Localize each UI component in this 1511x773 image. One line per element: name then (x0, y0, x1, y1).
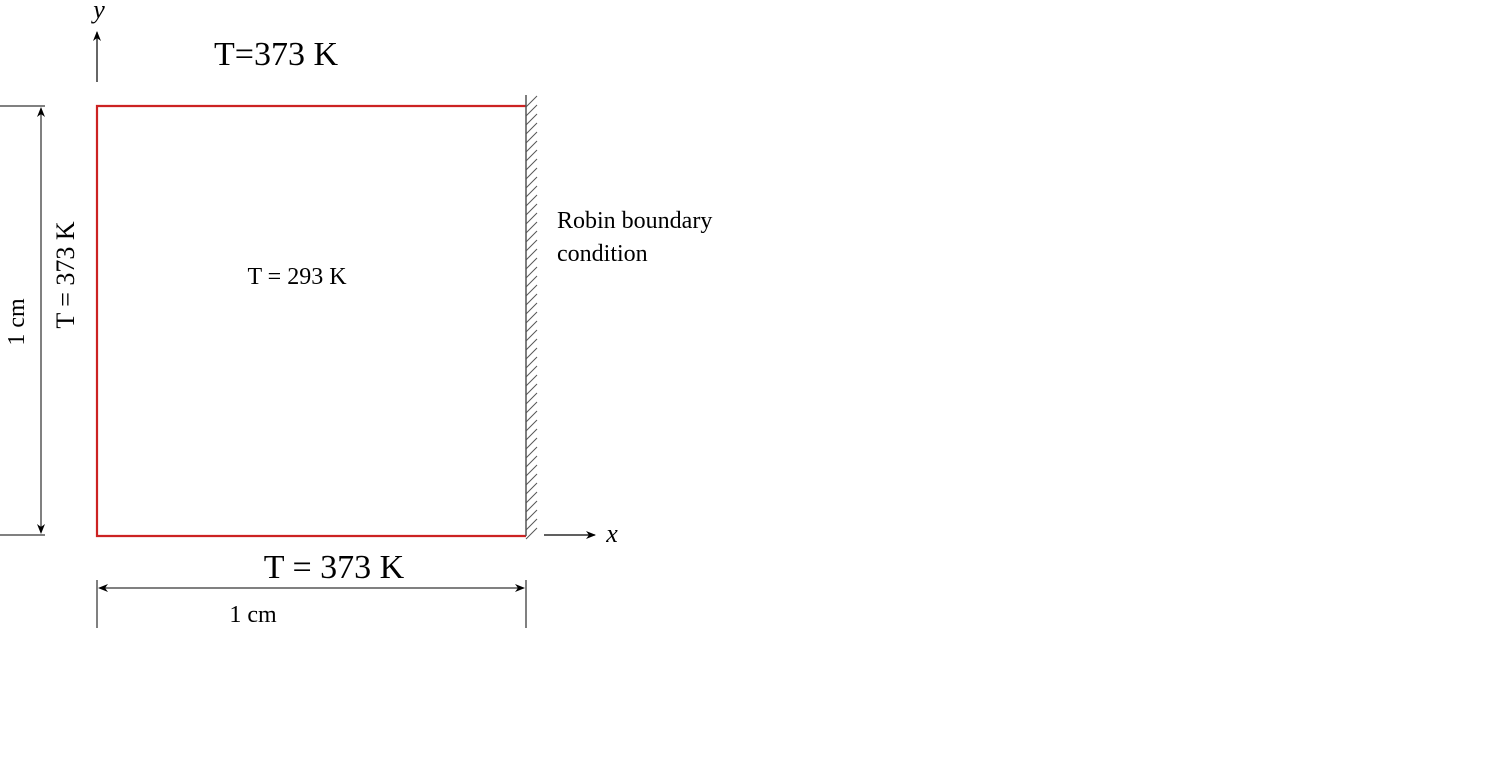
height-dimension-label: 1 cm (4, 298, 30, 346)
hatch-mark (525, 428, 538, 441)
hatch-mark (525, 419, 538, 432)
hatch-mark (525, 455, 538, 468)
initial-temperature-label: T = 293 K (247, 264, 347, 290)
hatch-mark (525, 356, 538, 369)
hatch-mark (525, 365, 538, 378)
hatch-mark (525, 203, 538, 216)
hatch-mark (525, 266, 538, 279)
hatch-mark (525, 140, 538, 153)
hatch-mark (525, 239, 538, 252)
hatch-mark (525, 104, 538, 117)
hatch-mark (525, 320, 538, 333)
hatch-mark (525, 176, 538, 189)
hatch-mark (525, 527, 538, 540)
x-axis-label: x (605, 519, 618, 548)
hatch-mark (525, 248, 538, 261)
dirichlet-boundary (95, 104, 526, 538)
hatch-mark (525, 95, 538, 108)
y-axis-label: y (90, 0, 105, 24)
hatch-mark (525, 275, 538, 288)
hatch-mark (525, 212, 538, 225)
hatch-mark (525, 338, 538, 351)
hatch-mark (525, 230, 538, 243)
hatch-mark (525, 284, 538, 297)
width-dimension-label: 1 cm (229, 602, 277, 628)
hatch-mark (525, 518, 538, 531)
bottom-boundary-label: T = 373 K (264, 549, 405, 586)
hatch-mark (525, 347, 538, 360)
top-boundary-label: T=373 K (214, 36, 338, 73)
hatch-mark (525, 167, 538, 180)
hatch-mark (525, 293, 538, 306)
hatch-mark (525, 302, 538, 315)
hatch-mark (525, 257, 538, 270)
hatch-mark (525, 473, 538, 486)
hatch-mark (525, 374, 538, 387)
hatch-mark (525, 482, 538, 495)
hatch-mark (525, 491, 538, 504)
left-boundary-label: T = 373 K (51, 221, 80, 329)
hatch-mark (525, 464, 538, 477)
hatch-mark (525, 158, 538, 171)
hatch-mark (525, 446, 538, 459)
hatch-mark (525, 311, 538, 324)
robin-boundary-label-line2: condition (557, 241, 648, 267)
robin-boundary-label-line1: Robin boundary (557, 208, 712, 234)
hatch-mark (525, 410, 538, 423)
hatch-mark (525, 509, 538, 522)
hatch-mark (525, 221, 538, 234)
hatch-mark (525, 500, 538, 513)
hatch-mark (525, 185, 538, 198)
hatch-mark (525, 401, 538, 414)
hatch-mark (525, 194, 538, 207)
robin-boundary-hatching (525, 95, 538, 540)
hatch-mark (525, 383, 538, 396)
hatch-mark (525, 131, 538, 144)
hatch-mark (525, 437, 538, 450)
hatch-mark (525, 329, 538, 342)
hatch-mark (525, 122, 538, 135)
hatch-mark (525, 149, 538, 162)
hatch-mark (525, 113, 538, 126)
hatch-mark (525, 392, 538, 405)
